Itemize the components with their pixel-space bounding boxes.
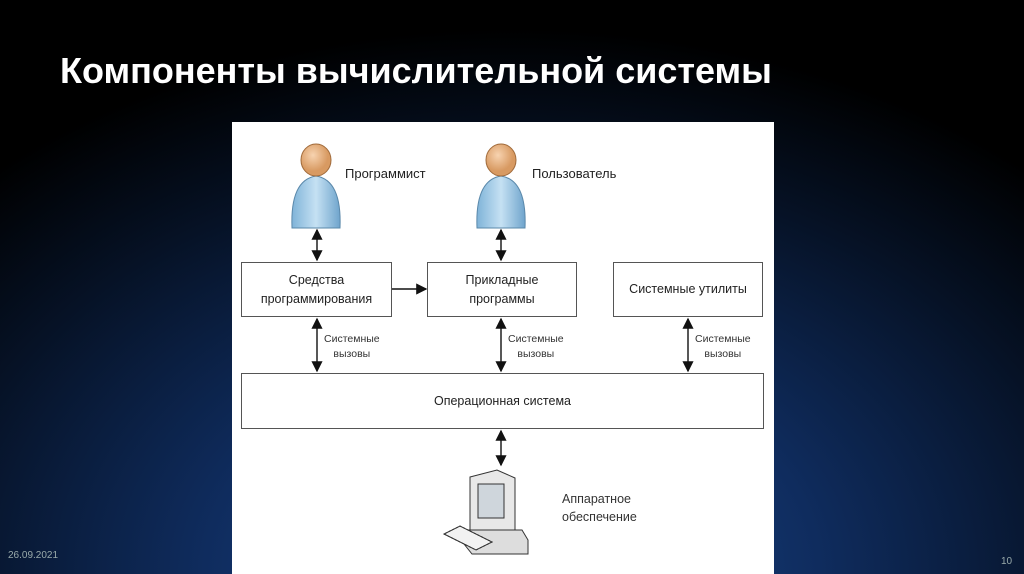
user-label: Пользователь <box>532 166 617 181</box>
box-line: программы <box>469 291 535 306</box>
slide-date: 26.09.2021 <box>8 550 59 561</box>
syscall-line: Системные <box>324 333 380 345</box>
diagram-panel: Программист Пользователь Средства програм… <box>232 122 774 574</box>
diagram-connectors <box>291 143 694 555</box>
hardware-line: обеспечение <box>562 510 637 525</box>
hardware-line: Аппаратное <box>562 492 631 506</box>
applications-box: Прикладные программы <box>427 262 577 317</box>
syscall-label: Системные вызовы <box>324 332 380 362</box>
syscall-line: вызовы <box>704 348 742 361</box>
box-line: Прикладные <box>465 273 539 288</box>
programming-tools-box: Средства программирования <box>241 262 392 317</box>
programmer-label: Программист <box>345 166 426 181</box>
system-utilities-box: Системные утилиты <box>613 262 763 317</box>
syscall-line: вызовы <box>333 348 371 361</box>
box-line: Средства <box>288 273 345 288</box>
syscall-line: Системные <box>695 333 751 345</box>
syscall-label: Системные вызовы <box>695 332 751 362</box>
user-icon <box>476 143 526 229</box>
syscall-label: Системные вызовы <box>508 332 564 362</box>
computer-icon <box>442 469 529 555</box>
syscall-line: Системные <box>508 333 564 345</box>
box-line: программирования <box>260 291 373 306</box>
slide-title: Компоненты вычислительной системы <box>60 50 772 91</box>
programmer-icon <box>291 143 341 229</box>
page-number: 10 <box>1001 556 1013 567</box>
syscall-line: вызовы <box>517 348 555 361</box>
operating-system-box: Операционная система <box>241 373 764 429</box>
hardware-label: Аппаратное обеспечение <box>562 490 637 526</box>
arrows <box>311 228 694 467</box>
